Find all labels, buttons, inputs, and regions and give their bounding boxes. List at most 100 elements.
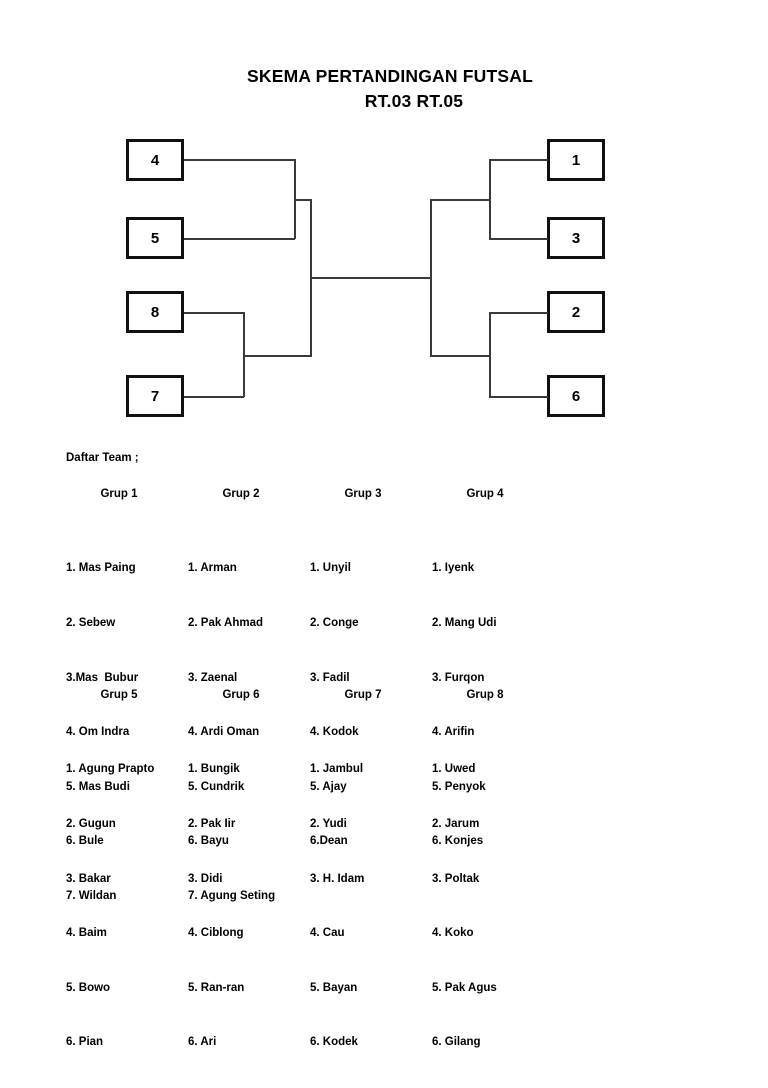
list-item: 3. Fadil <box>310 671 350 684</box>
bracket-connector-right-upper-top <box>489 159 548 161</box>
bracket-connector-right-semi-top <box>430 199 490 201</box>
list-item: 4. Kodok <box>310 726 359 739</box>
list-item: 5. Cundrik <box>188 780 245 793</box>
bracket-seed-left-1[interactable]: 4 <box>126 139 184 181</box>
group-member-list: 1. Arman 2. Pak Ahmad 3. Zaenal 4. Ardi … <box>188 523 310 942</box>
list-item: 1. Iyenk <box>432 562 475 575</box>
group-column-3: Grup 3 1. Unyil 2. Conge 3. Fadil 4. Kod… <box>310 488 432 887</box>
list-item: 5. Pak Agus <box>432 981 497 994</box>
list-item: 6. Kodek <box>310 1036 358 1049</box>
list-item: 5. Bayan <box>310 981 358 994</box>
list-item: 2. Mang Udi <box>432 617 497 630</box>
list-item: 3. Bakar <box>66 872 111 885</box>
list-item: 2. Jarum <box>432 818 480 831</box>
list-item: 4. Cau <box>310 927 345 940</box>
group-column-5: Grup 5 1. Agung Prapto 2. Gugun 3. Bakar… <box>66 689 188 1088</box>
list-item: 4. Ardi Oman <box>188 726 260 739</box>
title-line-primary: SKEMA PERTANDINGAN FUTSAL <box>247 66 533 86</box>
list-item: 2. Conge <box>310 617 359 630</box>
list-item: 3.Mas Bubur <box>66 671 139 684</box>
group-title: Grup 3 <box>344 488 382 500</box>
list-item: 1. Agung Prapto <box>66 763 155 776</box>
bracket-connector-left-upper-top <box>184 159 295 161</box>
list-item: 1. Uwed <box>432 763 476 776</box>
group-title: Grup 1 <box>100 488 138 500</box>
bracket-spine-right-lower <box>489 312 491 397</box>
bracket-spine-right-upper <box>489 159 491 239</box>
list-item: 2. Sebew <box>66 617 116 630</box>
list-item: 5. Bowo <box>66 981 111 994</box>
group-title: Grup 7 <box>344 689 382 701</box>
title-line-secondary: RT.03 RT.05 <box>364 91 464 111</box>
group-member-list: 1. Bungik 2. Pak Iir 3. Didi 4. Ciblong … <box>188 724 310 1088</box>
group-column-1: Grup 1 1. Mas Paing 2. Sebew 3.Mas Bubur… <box>66 488 188 942</box>
group-title: Grup 5 <box>100 689 138 701</box>
bracket-connector-right-upper-bottom <box>489 238 548 240</box>
list-item: 5. Ran-ran <box>188 981 245 994</box>
list-item: 6. Pian <box>66 1036 104 1049</box>
list-item: 1. Unyil <box>310 562 351 575</box>
team-list-heading: Daftar Team ; <box>66 452 139 464</box>
bracket-connector-right-lower-top <box>489 312 548 314</box>
group-member-list: 1. Iyenk 2. Mang Udi 3. Furqon 4. Arifin… <box>432 523 554 887</box>
bracket-seed-left-3[interactable]: 8 <box>126 291 184 333</box>
list-item: 5. Penyok <box>432 780 486 793</box>
bracket-seed-right-4[interactable]: 6 <box>547 375 605 417</box>
list-item: 6. Konjes <box>432 835 484 848</box>
list-item: 2. Yudi <box>310 818 347 831</box>
list-item: 4. Arifin <box>432 726 475 739</box>
list-item: 5. Mas Budi <box>66 780 130 793</box>
group-title: Grup 4 <box>466 488 504 500</box>
group-title: Grup 6 <box>222 689 260 701</box>
bracket-seed-left-4[interactable]: 7 <box>126 375 184 417</box>
bracket-seed-left-2[interactable]: 5 <box>126 217 184 259</box>
bracket-spine-left-lower <box>243 312 245 397</box>
bracket-connector-left-upper-bottom <box>184 238 295 240</box>
bracket-connector-right-lower-bottom <box>489 396 548 398</box>
group-member-list: 1. Agung Prapto 2. Gugun 3. Bakar 4. Bai… <box>66 724 188 1088</box>
page-title: SKEMA PERTANDINGAN FUTSAL RT.03 RT.05 <box>0 64 768 114</box>
list-item: 4. Om Indra <box>66 726 130 739</box>
list-item: 2. Gugun <box>66 818 116 831</box>
list-item: 3. H. Idam <box>310 872 365 885</box>
group-column-8: Grup 8 1. Uwed 2. Jarum 3. Poltak 4. Kok… <box>432 689 554 1088</box>
tournament-bracket: 4 5 8 7 1 3 2 6 <box>0 0 768 440</box>
list-item: 1. Arman <box>188 562 237 575</box>
list-item: 3. Furqon <box>432 671 485 684</box>
list-item: 4. Koko <box>432 927 474 940</box>
list-item: 1. Jambul <box>310 763 364 776</box>
group-column-2: Grup 2 1. Arman 2. Pak Ahmad 3. Zaenal 4… <box>188 488 310 942</box>
list-item: 3. Poltak <box>432 872 480 885</box>
list-item: 6. Gilang <box>432 1036 481 1049</box>
group-member-list: 1. Uwed 2. Jarum 3. Poltak 4. Koko 5. Pa… <box>432 724 554 1088</box>
group-column-6: Grup 6 1. Bungik 2. Pak Iir 3. Didi 4. C… <box>188 689 310 1088</box>
group-column-4: Grup 4 1. Iyenk 2. Mang Udi 3. Furqon 4.… <box>432 488 554 887</box>
list-item: 2. Pak Iir <box>188 818 236 831</box>
bracket-connector-left-lower-bottom <box>184 396 244 398</box>
bracket-seed-right-2[interactable]: 3 <box>547 217 605 259</box>
list-item: 3. Zaenal <box>188 671 238 684</box>
list-item: 6. Ari <box>188 1036 217 1049</box>
group-column-7: Grup 7 1. Jambul 2. Yudi 3. H. Idam 4. C… <box>310 689 432 1088</box>
list-item: 4. Ciblong <box>188 927 244 940</box>
list-item: 7. Agung Seting <box>188 890 276 903</box>
list-item: 1. Bungik <box>188 763 240 776</box>
list-item: 7. Wildan <box>66 890 117 903</box>
list-item: 6. Bule <box>66 835 104 848</box>
group-member-list: 1. Mas Paing 2. Sebew 3.Mas Bubur 4. Om … <box>66 523 188 942</box>
bracket-connector-final <box>310 277 431 279</box>
group-title: Grup 8 <box>466 689 504 701</box>
list-item: 6.Dean <box>310 835 348 848</box>
list-item: 5. Ajay <box>310 780 347 793</box>
bracket-connector-left-semi-top <box>294 199 312 201</box>
bracket-connector-left-lower-top <box>184 312 244 314</box>
group-member-list: 1. Jambul 2. Yudi 3. H. Idam 4. Cau 5. B… <box>310 724 432 1088</box>
list-item: 4. Baim <box>66 927 107 940</box>
list-item: 2. Pak Ahmad <box>188 617 263 630</box>
bracket-seed-right-1[interactable]: 1 <box>547 139 605 181</box>
bracket-spine-right-final <box>430 199 432 356</box>
list-item: 3. Didi <box>188 872 223 885</box>
bracket-connector-left-semi-bottom <box>243 355 312 357</box>
bracket-seed-right-3[interactable]: 2 <box>547 291 605 333</box>
group-member-list: 1. Unyil 2. Conge 3. Fadil 4. Kodok 5. A… <box>310 523 432 887</box>
